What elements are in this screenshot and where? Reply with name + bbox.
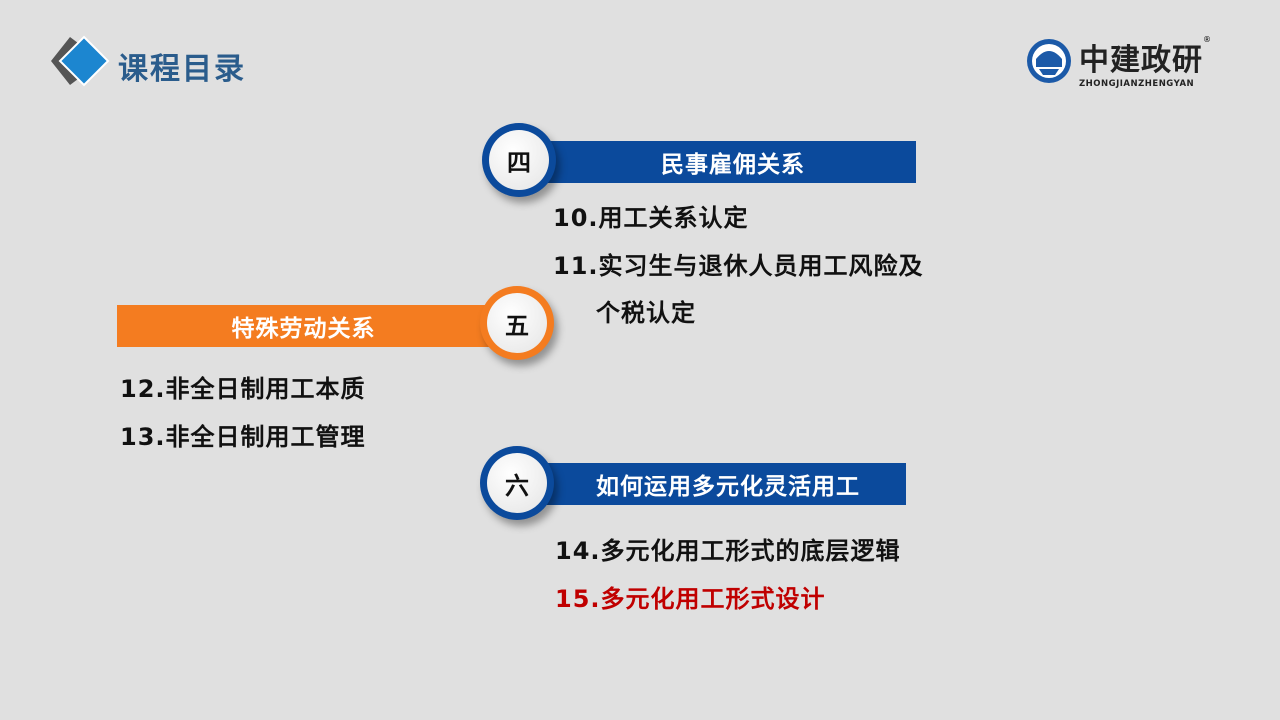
- diamond-logo-icon: [51, 35, 110, 87]
- brand-emblem-icon: [1027, 39, 1071, 83]
- registered-mark: ®: [1203, 35, 1211, 44]
- section-5-title[interactable]: 特殊劳动关系: [117, 305, 500, 347]
- list-item-continued[interactable]: 个税认定: [596, 299, 696, 327]
- list-item[interactable]: 14.多元化用工形式的底层逻辑: [555, 537, 901, 565]
- list-item[interactable]: 11.实习生与退休人员用工风险及: [553, 252, 924, 280]
- brand-logo: 中建政研 ZHONGJIANZHENGYAN ®: [1025, 35, 1211, 89]
- section-6-number: 六: [487, 453, 547, 513]
- section-6-title[interactable]: 如何运用多元化灵活用工: [540, 463, 906, 505]
- list-item[interactable]: 10.用工关系认定: [553, 204, 749, 232]
- section-4-badge: 四: [482, 123, 556, 197]
- section-4-number: 四: [489, 130, 549, 190]
- list-item[interactable]: 12.非全日制用工本质: [120, 375, 366, 403]
- section-5-badge: 五: [480, 286, 554, 360]
- list-item[interactable]: 13.非全日制用工管理: [120, 423, 366, 451]
- page-title: 课程目录: [118, 52, 246, 87]
- list-item-current[interactable]: 15.多元化用工形式设计: [555, 585, 826, 613]
- section-4-title[interactable]: 民事雇佣关系: [540, 141, 916, 183]
- section-6-badge: 六: [480, 446, 554, 520]
- brand-subtitle: ZHONGJIANZHENGYAN: [1079, 79, 1195, 89]
- brand-name: 中建政研: [1079, 43, 1203, 78]
- section-5-number: 五: [487, 293, 547, 353]
